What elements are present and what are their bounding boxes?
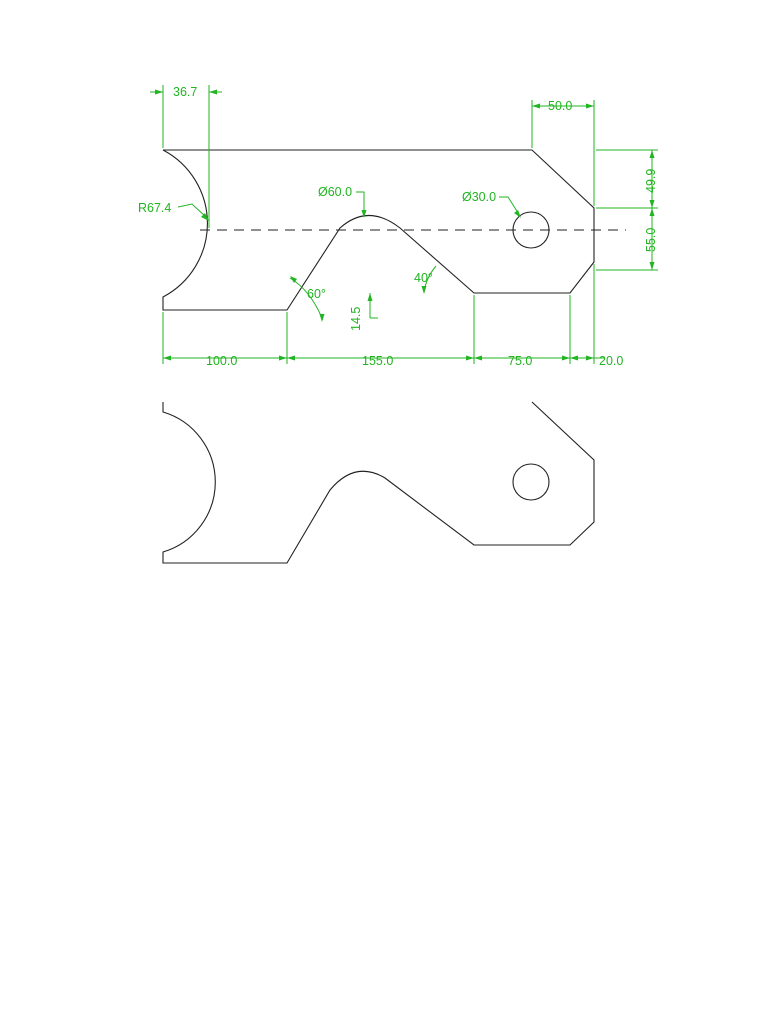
dim-large-hole: Ø60.0 <box>318 185 367 218</box>
dim-bottom-1-label: 100.0 <box>206 354 237 368</box>
dim-bottom: 100.0 155.0 75.0 20.0 <box>162 264 623 368</box>
dim-bottom-2-label: 155.0 <box>362 354 393 368</box>
part-outline-bottom <box>162 401 595 564</box>
dim-top-left: 36.7 <box>150 85 222 228</box>
small-hole-bottom <box>512 463 550 501</box>
dim-large-hole-label: Ø60.0 <box>318 185 352 199</box>
dim-small-hole-label: Ø30.0 <box>462 190 496 204</box>
dim-angle-right-label: 40° <box>414 271 433 285</box>
dim-top-right: 50.0 <box>531 99 595 206</box>
dim-small-hole: Ø30.0 <box>462 190 521 218</box>
dim-step-height-label: 14.5 <box>349 307 363 331</box>
dim-step-height: 14.5 <box>349 293 378 331</box>
dimensioned-view: 36.7 50.0 R67.4 Ø60.0 Ø30.0 <box>138 85 658 368</box>
dim-right-lower-label: 55.0 <box>644 228 658 252</box>
dim-angle-right: 40° <box>414 265 437 294</box>
dim-angle-left: 60° <box>289 276 326 322</box>
dim-top-right-label: 50.0 <box>548 99 572 113</box>
dim-right-upper-label: 49.9 <box>644 169 658 193</box>
dim-bottom-4-label: 20.0 <box>599 354 623 368</box>
plain-view <box>162 401 595 564</box>
dim-radius-label: R67.4 <box>138 201 171 215</box>
dim-right-vertical: 49.9 55.0 <box>596 149 658 271</box>
dim-top-left-label: 36.7 <box>173 85 197 99</box>
dim-angle-left-label: 60° <box>307 287 326 301</box>
dim-bottom-3-label: 75.0 <box>508 354 532 368</box>
dim-radius: R67.4 <box>138 201 209 221</box>
part-outline-top <box>162 149 595 311</box>
